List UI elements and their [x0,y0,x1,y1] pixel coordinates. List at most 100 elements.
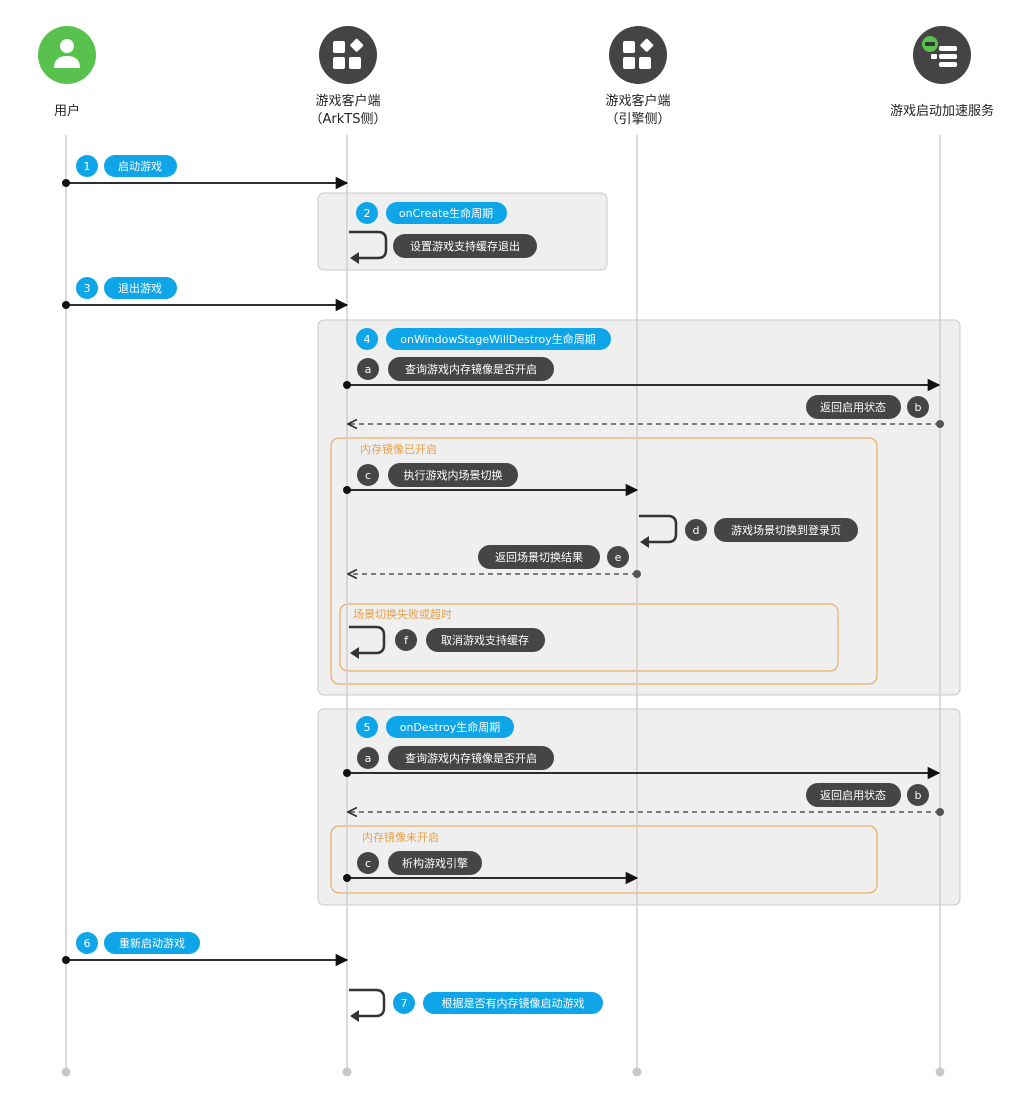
step-badge [356,202,378,224]
step-text: 执行游戏内场景切换 [404,468,503,482]
actor-sublabel-engine: （引擎侧） [605,112,670,127]
step-badge-text: 5 [364,721,371,734]
app-grid-icon [609,26,667,84]
step-badge-text: c [365,469,371,482]
msg-3 [62,298,349,312]
actor-user: 用户 [38,26,96,119]
step-text: 返回启用状态 [820,788,886,802]
step-badge-text: 2 [364,207,371,220]
condition-box-mirror-on [330,437,878,685]
condition-label-mirror-off: 内存镜像未开启 [362,830,439,844]
step-badge [607,546,629,568]
step-badge-text: b [915,401,922,414]
step-badge [76,277,98,299]
step-4d: d 游戏场景切换到登录页 [685,518,858,542]
msg-4e [348,570,641,578]
step-badge-text: 6 [84,937,91,950]
step-3: 3 退出游戏 [76,277,177,299]
step-5: 5 onDestroy生命周期 [356,716,514,738]
step-2: 2 onCreate生命周期 [356,202,507,224]
step-text: 查询游戏内存镜像是否开启 [405,751,537,765]
condition-box-fail [339,603,839,672]
step-badge-text: d [693,524,700,537]
step-badge [395,629,417,651]
step-5a: a 查询游戏内存镜像是否开启 [357,746,554,770]
msg-5b [348,808,944,816]
step-badge-text: 4 [364,333,371,346]
step-text: 返回场景切换结果 [495,550,583,564]
step-4b: 返回启用状态 b [806,395,929,419]
step-text: 退出游戏 [118,281,162,295]
step-badge-text: 1 [84,160,91,173]
step-text: 取消游戏支持缓存 [441,633,529,647]
msg-4c [343,483,639,497]
step-badge-text: f [404,634,409,647]
msg-6 [62,953,349,967]
condition-label-mirror-on: 内存镜像已开启 [360,442,437,456]
step-text: 设置游戏支持缓存退出 [410,239,520,253]
step-text: 查询游戏内存镜像是否开启 [405,362,537,376]
step-badge [356,328,378,350]
msg-4a [343,378,941,392]
step-badge-text: a [365,752,372,765]
step-1: 1 启动游戏 [76,155,177,177]
lifeline-end-engine [632,1067,642,1077]
step-text: onCreate生命周期 [399,206,493,220]
actor-sublabel-arkts: （ArkTS侧） [310,112,387,127]
msg-5a [343,766,941,780]
step-badge-text: e [615,551,622,564]
step-text: 返回启用状态 [820,400,886,414]
step-badge-text: 3 [84,282,91,295]
actor-label-service: 游戏启动加速服务 [890,103,994,119]
step-badge-text: a [365,363,372,376]
condition-box-mirror-off [330,825,878,894]
step-badge [907,784,929,806]
step-badge [356,716,378,738]
step-7: 7 根据是否有内存镜像启动游戏 [393,992,603,1014]
actor-label-engine: 游戏客户端 [605,93,670,109]
msg-4b [348,420,944,428]
step-text: 游戏场景切换到登录页 [731,523,841,537]
step-2a: 设置游戏支持缓存退出 [393,234,537,258]
step-4f: f 取消游戏支持缓存 [395,628,545,652]
step-badge-text: 7 [401,997,408,1010]
step-badge [357,358,379,380]
step-badge-text: b [915,789,922,802]
msg-5c [343,871,639,885]
step-badge [76,932,98,954]
step-5c: c 析构游戏引擎 [357,851,482,875]
step-badge [357,747,379,769]
step-text: onWindowStageWillDestroy生命周期 [400,332,595,346]
step-badge [76,155,98,177]
group-box-willdestroy [317,319,961,696]
step-badge [357,852,379,874]
step-badge-text: c [365,857,371,870]
step-4e: 返回场景切换结果 e [478,545,629,569]
self-loop-4d [639,514,678,548]
step-5b: 返回启用状态 b [806,783,929,807]
user-icon [38,26,96,84]
actor-arkts: 游戏客户端 （ArkTS侧） [310,26,387,127]
actor-label-arkts: 游戏客户端 [315,93,380,109]
step-badge [907,396,929,418]
lifeline-end-arkts [342,1067,352,1077]
app-grid-icon [319,26,377,84]
step-6: 6 重新启动游戏 [76,932,200,954]
step-4a: a 查询游戏内存镜像是否开启 [357,357,554,381]
step-text: 重新启动游戏 [119,936,185,950]
lifeline-end-user [61,1067,71,1077]
self-loop-2 [349,230,388,264]
step-badge [685,519,707,541]
step-text: 析构游戏引擎 [402,856,468,870]
actor-label-user: 用户 [54,103,80,119]
step-4: 4 onWindowStageWillDestroy生命周期 [356,328,611,350]
step-badge [393,992,415,1014]
actor-service: 游戏启动加速服务 [890,26,994,119]
step-text: 启动游戏 [118,160,162,173]
step-badge [357,464,379,486]
lifeline-end-service [935,1067,945,1077]
msg-1 [62,176,349,190]
self-loop-4f [349,625,386,659]
